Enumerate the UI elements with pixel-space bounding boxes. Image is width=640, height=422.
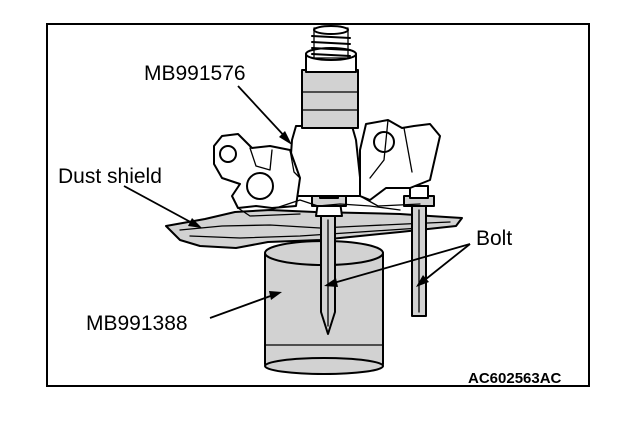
bolt-right [403, 185, 435, 317]
tool-illustration [165, 25, 463, 375]
label-bolt: Bolt [476, 227, 512, 250]
label-dust-shield: Dust shield [58, 165, 162, 188]
arrowhead [279, 131, 292, 145]
label-mb991576: MB991576 [144, 62, 246, 85]
thread-coils [311, 25, 351, 59]
leaders [123, 85, 471, 319]
figure-code: AC602563AC [468, 370, 562, 387]
arrowhead [416, 275, 429, 287]
arrowhead [269, 291, 282, 300]
arrowhead [324, 278, 338, 287]
right-bracket [359, 119, 441, 207]
label-mb991388: MB991388 [86, 312, 188, 335]
arrowhead [188, 218, 202, 228]
leader-mb991388 [209, 293, 277, 319]
upper-tool-body [287, 25, 363, 197]
leader-dust-shield [123, 185, 197, 226]
leader-bolt-right [420, 243, 471, 284]
left-bracket [213, 133, 301, 217]
dust-shield-plate [165, 209, 463, 249]
mounting-flange [269, 199, 401, 211]
leader-mb991576 [237, 85, 289, 141]
leader-bolt-left [329, 243, 471, 285]
